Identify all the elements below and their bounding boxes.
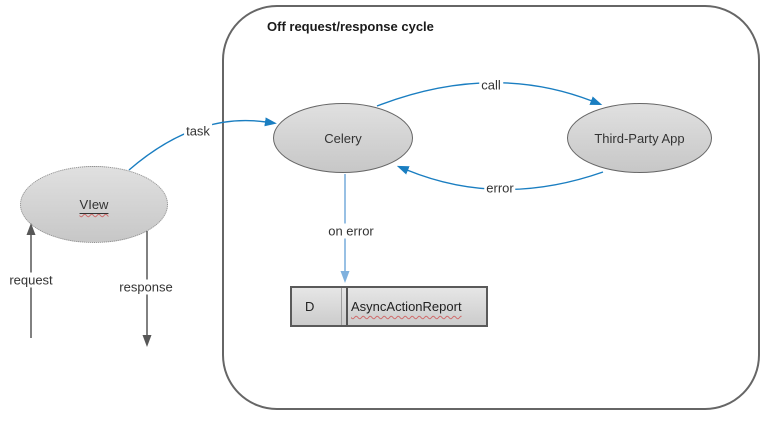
report-name-label: AsyncActionReport: [351, 299, 462, 314]
async-action-report-table[interactable]: D AsyncActionReport: [290, 286, 488, 327]
report-name-cell[interactable]: AsyncActionReport: [346, 288, 486, 325]
view-node-label-decoration: VIew: [80, 197, 109, 212]
response-label[interactable]: response: [117, 279, 175, 295]
error-label[interactable]: error: [484, 180, 516, 196]
celery-node[interactable]: Celery: [273, 103, 413, 173]
report-key-label: D: [305, 299, 315, 314]
third-party-app-node-label: Third-Party App: [594, 130, 685, 146]
task-label[interactable]: task: [184, 123, 212, 139]
view-node-label: VIew: [79, 197, 109, 212]
off-cycle-container[interactable]: [222, 5, 760, 410]
request-label[interactable]: request: [7, 272, 55, 288]
celery-node-label: Celery: [324, 130, 362, 146]
third-party-app-node[interactable]: Third-Party App: [567, 103, 712, 173]
report-key-cell[interactable]: D: [292, 288, 342, 325]
on-error-label[interactable]: on error: [326, 223, 376, 239]
container-title: Off request/response cycle: [267, 19, 434, 34]
call-label[interactable]: call: [479, 77, 503, 93]
view-node[interactable]: VIew: [20, 166, 168, 243]
